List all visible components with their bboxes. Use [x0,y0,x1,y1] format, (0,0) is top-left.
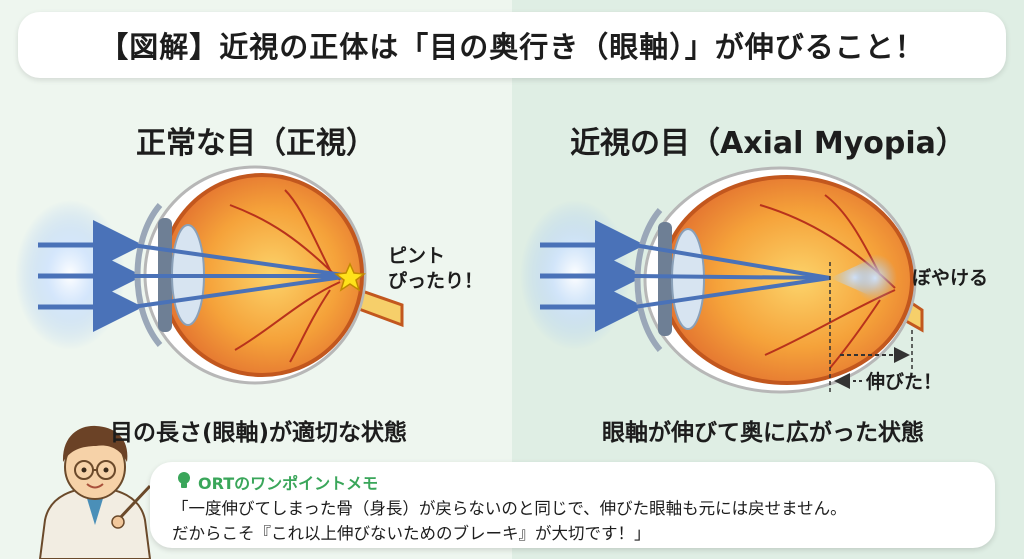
refracted-ray [633,274,831,280]
memo-line-1: 「一度伸びてしまった骨（身長）が戻らないのと同じで、伸びた眼軸も元には戻せません… [172,499,847,518]
pointer-stick [116,484,152,522]
focus-star-icon [334,262,366,292]
refracted-ray [633,243,831,280]
focus-note-line1: ピント [388,245,446,267]
memo-line-2: だからこそ『これ以上伸びないためのブレーキ』が大切です！」 [172,524,651,543]
memo-heading: ORTのワンポイントメモ [198,474,379,493]
page-title: 【図解】近視の正体は「目の奥行き（眼軸）」が伸びること！ [99,30,925,64]
eye-left [81,467,87,473]
necktie [85,492,105,525]
focus-note-line2: ぴったり！ [388,270,484,292]
stretch-note: 伸びた！ [866,371,943,393]
hair [62,425,128,462]
normal-eye-illustration [15,165,404,385]
refracted-ray [633,276,831,309]
blur-note: ぼやける [912,267,989,289]
myopia-eye-caption: 眼軸が伸びて奥に広がった状態 [602,420,924,446]
normal-eye-caption: 目の長さ(眼軸)が適切な状態 [110,420,408,446]
lightbulb-icon [178,472,190,488]
blood-vessels [759,194,896,369]
refracted-ray [131,243,351,278]
blood-vessels [229,189,341,363]
focus-note: ピント ぴったり！ [388,244,483,294]
lens [671,228,705,330]
one-point-memo: ORTのワンポイントメモ 「一度伸びてしまった骨（身長）が戻らないのと同じで、伸… [150,462,995,548]
normal-eye-heading: 正常な目（正視） [136,126,376,161]
myopia-eye-illustration [520,166,924,395]
smile [86,483,104,489]
hand [111,515,125,529]
teacher-character [38,425,152,559]
iris [658,222,672,336]
title-banner: 【図解】近視の正体は「目の奥行き（眼軸）」が伸びること！ [18,12,1006,78]
refracted-ray [131,274,351,309]
blur-glow [853,254,897,302]
cornea [634,208,663,352]
eye-right [103,467,109,473]
myopia-eye-heading: 近視の目（Axial Myopia） [570,126,966,161]
